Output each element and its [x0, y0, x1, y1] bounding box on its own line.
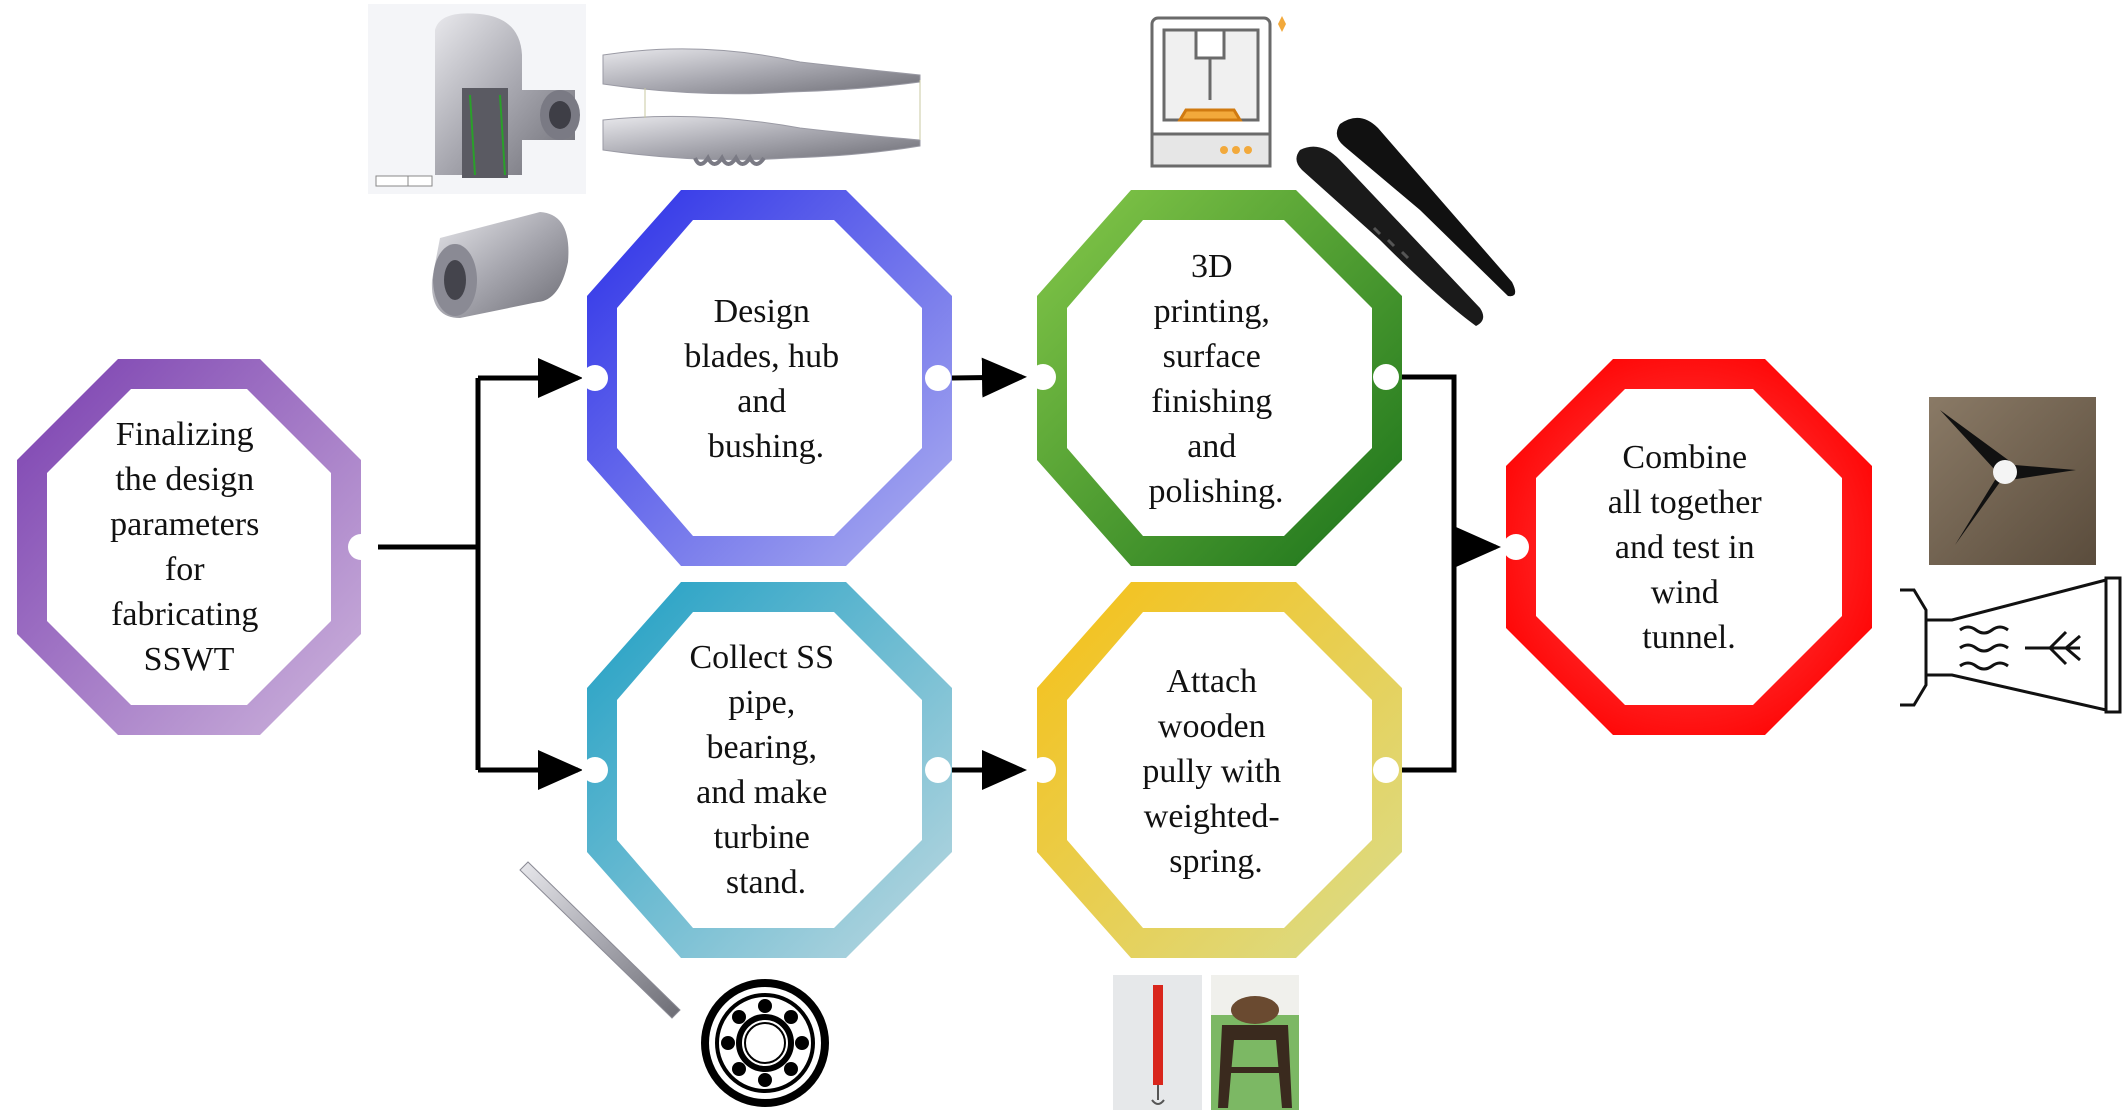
step-print: 3D printing, surface finishing and polis…	[1030, 190, 1402, 566]
step-text-finalize: Finalizing the design parameters for fab…	[110, 416, 268, 678]
step-finalize: Finalizing the design parameters for fab…	[17, 359, 374, 735]
connector-port	[1030, 364, 1056, 390]
ss-pipe-image	[519, 861, 681, 1019]
connectors	[378, 357, 1501, 790]
connector-port	[925, 365, 951, 391]
spring-scale-photo	[1113, 975, 1202, 1110]
connector-port	[1373, 364, 1399, 390]
step-text-collect: Collect SS pipe, bearing, and make turbi…	[689, 639, 842, 901]
turbine-photo	[1929, 397, 2096, 565]
wooden-stand-photo	[1211, 975, 1299, 1110]
connector-port	[582, 365, 608, 391]
arrow-design-to-print	[951, 357, 1027, 398]
connector-port	[1373, 757, 1399, 783]
step-text-design: Design blades, hub and bushing.	[684, 293, 847, 465]
step-text-attach: Attach wooden pully with weighted- sprin…	[1142, 663, 1289, 880]
step-text-print: 3D printing, surface finishing and polis…	[1148, 248, 1283, 510]
bushing-image	[431, 212, 569, 318]
connector-print-merge	[1400, 374, 1457, 773]
step-collect: Collect SS pipe, bearing, and make turbi…	[582, 582, 952, 958]
connector-port	[1030, 757, 1056, 783]
printed-blades-image	[1296, 117, 1516, 326]
step-combine: Combine all together and test in wind tu…	[1503, 359, 1872, 735]
wind-tunnel-icon	[1900, 576, 2122, 714]
step-design: Design blades, hub and bushing.	[582, 190, 952, 566]
connector-port	[1503, 534, 1529, 560]
3d-printer-icon	[1150, 16, 1286, 168]
connector-port	[925, 757, 951, 783]
step-text-combine: Combine all together and test in wind tu…	[1608, 439, 1770, 656]
octagon-frame	[587, 190, 952, 566]
connector-port	[348, 534, 374, 560]
bearing-icon	[701, 979, 829, 1107]
connector-port	[582, 757, 608, 783]
hub-cad-image	[368, 4, 586, 194]
step-attach: Attach wooden pully with weighted- sprin…	[1030, 582, 1402, 958]
blade-cad-image	[602, 48, 921, 166]
